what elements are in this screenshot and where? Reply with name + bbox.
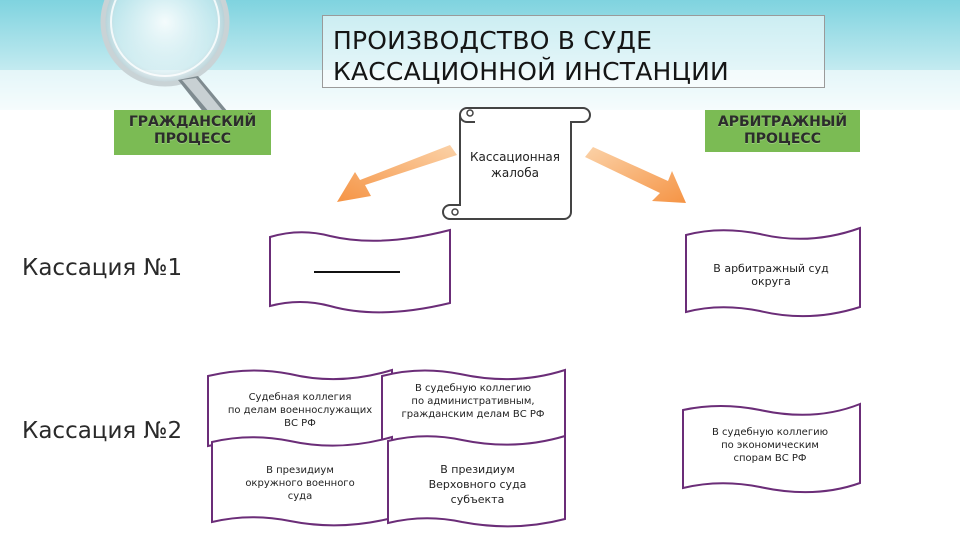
doc-arbitration-cassation2 bbox=[682, 402, 861, 494]
arb2-line-2: по экономическим bbox=[721, 440, 819, 451]
doc-cassation1-civil bbox=[269, 228, 451, 314]
sub-line-1: В президиум bbox=[440, 463, 515, 476]
arb1-line-2: округа bbox=[751, 275, 791, 288]
subject-presidium-text: В президиум Верховного суда субъекта bbox=[400, 462, 555, 507]
sub-line-2: Верховного суда bbox=[428, 478, 527, 491]
okr-line-3: суда bbox=[287, 491, 313, 502]
adm-line-2: по административным, bbox=[411, 396, 535, 407]
doc-arbitration-cassation1 bbox=[685, 226, 861, 318]
district-military-presidium-text: В президиум окружного военного суда bbox=[222, 464, 378, 503]
mil-line-1: Судебная коллегия bbox=[248, 392, 352, 403]
sub-line-3: субъекта bbox=[450, 493, 505, 506]
arbitration-cassation2-text: В судебную коллегию по экономическим спо… bbox=[690, 426, 850, 465]
cassation-2-label: Кассация №2 bbox=[22, 418, 183, 444]
okr-line-1: В президиум bbox=[266, 465, 334, 476]
adm-line-1: В судебную коллегию bbox=[414, 383, 531, 394]
complaint-line-2: жалоба bbox=[491, 166, 539, 180]
title-line-2: КАССАЦИОННОЙ ИНСТАНЦИИ bbox=[333, 57, 729, 86]
military-collegium-text: Судебная коллегия по делам военнослужащи… bbox=[210, 391, 390, 430]
arb1-line-1: В арбитражный суд bbox=[713, 262, 829, 275]
civil-process-badge: ГРАЖДАНСКИЙ ПРОЦЕСС bbox=[114, 110, 271, 155]
arb2-line-1: В судебную коллегию bbox=[711, 427, 828, 438]
okr-line-2: окружного военного bbox=[245, 478, 355, 489]
admin-collegium-text: В судебную коллегию по административным,… bbox=[383, 382, 563, 421]
arb2-line-3: спорам ВС РФ bbox=[733, 453, 807, 464]
arbitration-badge-line-2: ПРОЦЕСС bbox=[744, 131, 821, 147]
arrow-to-civil bbox=[337, 145, 457, 202]
arbitration-cassation1-text: В арбитражный суд округа bbox=[696, 262, 846, 288]
doc-stack-cassation2-civil bbox=[207, 368, 566, 528]
complaint-line-1: Кассационная bbox=[470, 150, 560, 164]
magnifier-icon bbox=[100, 0, 230, 118]
civil-badge-line-2: ПРОЦЕСС bbox=[154, 131, 231, 147]
complaint-label: Кассационная жалоба bbox=[455, 149, 575, 181]
title-line-1: ПРОИЗВОДСТВО В СУДЕ bbox=[333, 26, 653, 55]
arbitration-process-badge: АРБИТРАЖНЫЙ ПРОЦЕСС bbox=[705, 110, 860, 152]
adm-line-3: гражданским делам ВС РФ bbox=[401, 409, 545, 420]
complaint-scroll bbox=[442, 107, 591, 220]
arbitration-badge-line-1: АРБИТРАЖНЫЙ bbox=[717, 114, 848, 130]
title-box: ПРОИЗВОДСТВО В СУДЕ КАССАЦИОННОЙ ИНСТАНЦ… bbox=[322, 15, 825, 88]
mil-line-2: по делам военнослужащих bbox=[227, 405, 373, 416]
cassation-1-label: Кассация №1 bbox=[22, 255, 183, 281]
arrow-to-arbitration bbox=[585, 147, 686, 203]
mil-line-3: ВС РФ bbox=[284, 418, 316, 429]
civil-badge-line-1: ГРАЖДАНСКИЙ bbox=[128, 114, 257, 130]
